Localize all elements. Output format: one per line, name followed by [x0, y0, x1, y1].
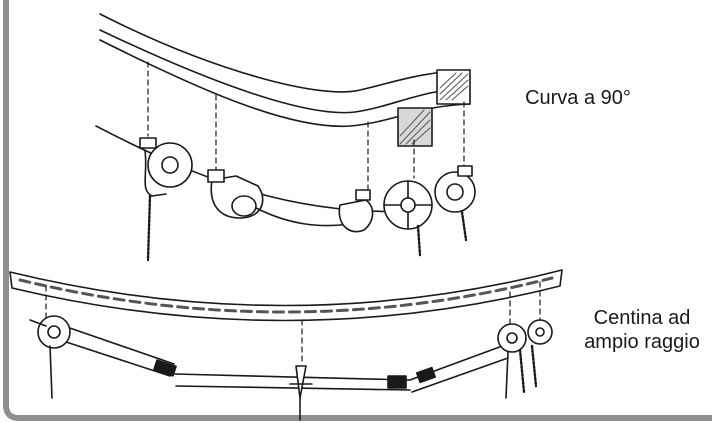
- glider-carriage-2: [207, 169, 264, 219]
- rib-rod-left: [59, 325, 175, 377]
- label-wide-radius-rib-line1: Centina ad: [593, 307, 691, 329]
- wide-radius-rib-assembly: [9, 269, 563, 421]
- rib-bead-chain-2: [530, 344, 538, 388]
- rib-bracket-right: [497, 319, 553, 399]
- label-wide-radius-rib-line2: ampio raggio: [584, 331, 700, 353]
- label-curve-90: Curva a 90°: [525, 87, 631, 109]
- bead-chain-5: [460, 210, 468, 242]
- label-wide-radius-rib: Centina ad ampio raggio: [572, 306, 712, 354]
- rib-rod-joint-middle: [387, 375, 407, 389]
- curved-rail-end-hatch: [439, 72, 469, 101]
- curved-rail-inner-edge: [99, 29, 471, 114]
- curved-rail-top-edge: [99, 13, 471, 93]
- bead-chain-1: [146, 194, 152, 262]
- curve-90-assembly: [95, 13, 476, 262]
- rib-bead-chain-1: [518, 348, 526, 394]
- bead-chain-4: [416, 224, 422, 257]
- rib-bracket-left: [29, 315, 71, 399]
- glider-carriage-4: [383, 180, 433, 257]
- hanger-guide-lines: [147, 61, 465, 197]
- glider-carriage-1: [139, 137, 193, 262]
- glider-carriage-3: [338, 189, 374, 233]
- rib-rod-right: [409, 344, 509, 393]
- rib-rod-middle: [174, 373, 411, 391]
- connecting-rod: [255, 207, 351, 227]
- page-frame-border: [3, 0, 712, 421]
- rail-section-hatch: [399, 109, 431, 145]
- rib-rail: [9, 269, 563, 322]
- rib-rod-joint-right: [415, 366, 437, 384]
- glider-carriage-5: [434, 165, 476, 242]
- rib-rail-slots: [18, 276, 554, 314]
- rib-center-support: [289, 365, 313, 421]
- rib-rod-joint-left: [153, 359, 177, 377]
